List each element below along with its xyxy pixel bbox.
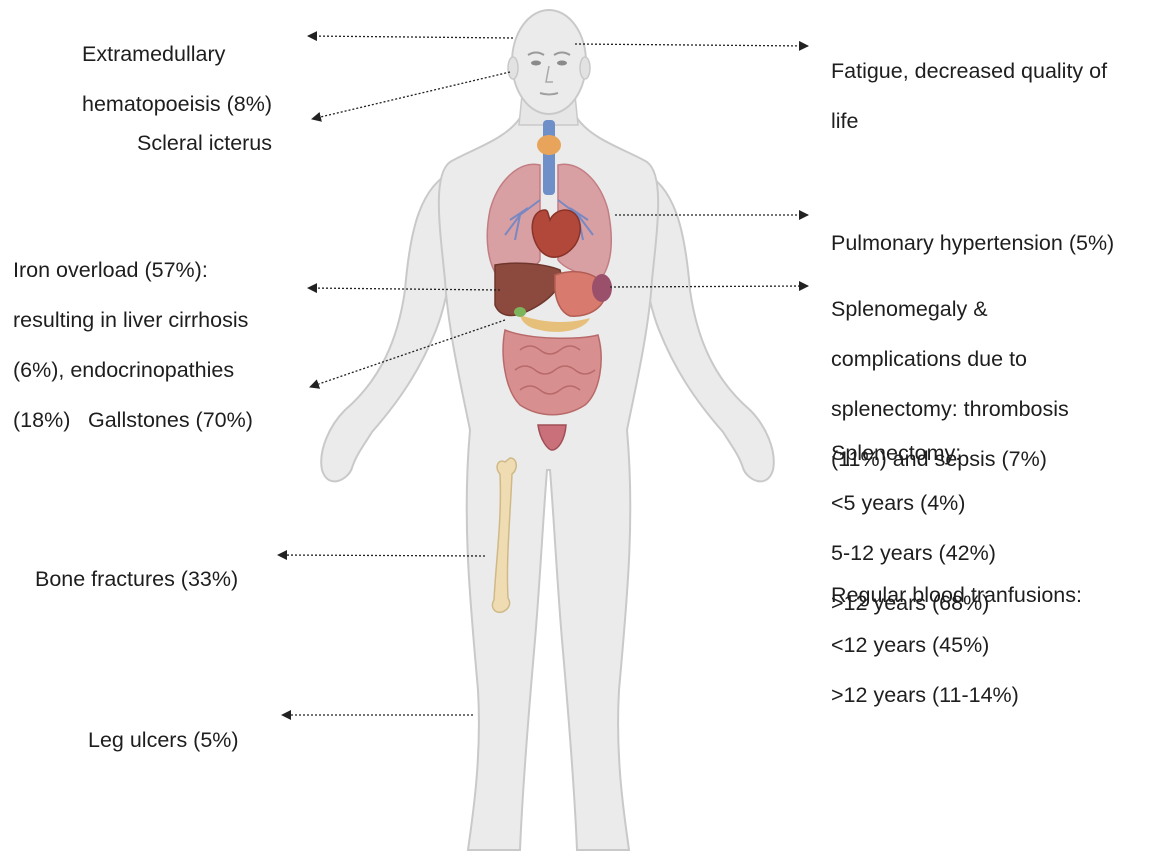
- label-line: complications due to: [831, 347, 1069, 372]
- label-line: Regular blood tranfusions:: [831, 583, 1082, 608]
- label-line: Iron overload (57%):: [13, 258, 248, 283]
- label-line: resulting in liver cirrhosis: [13, 308, 248, 333]
- left-ear: [508, 57, 518, 79]
- label-line: Bone fractures (33%): [35, 567, 238, 592]
- right-ear: [580, 57, 590, 79]
- label-fatigue: Fatigue, decreased quality of life: [831, 34, 1107, 159]
- label-line: Leg ulcers (5%): [88, 728, 239, 753]
- label-line: Pulmonary hypertension (5%): [831, 231, 1114, 256]
- label-line: Extramedullary: [82, 42, 272, 67]
- label-line: Splenomegaly &: [831, 297, 1069, 322]
- label-line: Splenectomy:: [831, 441, 996, 466]
- head: [512, 10, 586, 114]
- label-line: Gallstones (70%): [88, 408, 253, 433]
- label-leg-ulcers: Leg ulcers (5%): [88, 703, 239, 778]
- thyroid: [537, 135, 561, 155]
- label-line: life: [831, 109, 1107, 134]
- label-bone-fractures: Bone fractures (33%): [35, 542, 238, 617]
- label-pulmonary-hypertension: Pulmonary hypertension (5%): [831, 206, 1114, 281]
- label-line: <5 years (4%): [831, 491, 996, 516]
- label-line: <12 years (45%): [831, 633, 1082, 658]
- label-gallstones: Gallstones (70%): [88, 383, 253, 458]
- connector-scleral: [312, 72, 510, 119]
- connector-fatigue: [575, 44, 808, 46]
- label-blood-transfusions: Regular blood tranfusions: <12 years (45…: [831, 558, 1082, 733]
- trachea: [543, 120, 555, 195]
- connector-bone: [278, 555, 485, 556]
- connector-extramedullary: [308, 36, 513, 38]
- label-line: (6%), endocrinopathies: [13, 358, 248, 383]
- gallbladder: [514, 307, 526, 317]
- left-eye: [531, 61, 541, 66]
- label-line: >12 years (11-14%): [831, 683, 1082, 708]
- label-line: Scleral icterus: [137, 131, 272, 156]
- spleen: [592, 274, 612, 302]
- right-eye: [557, 61, 567, 66]
- label-line: Fatigue, decreased quality of: [831, 59, 1107, 84]
- label-scleral-icterus: Scleral icterus: [137, 106, 272, 181]
